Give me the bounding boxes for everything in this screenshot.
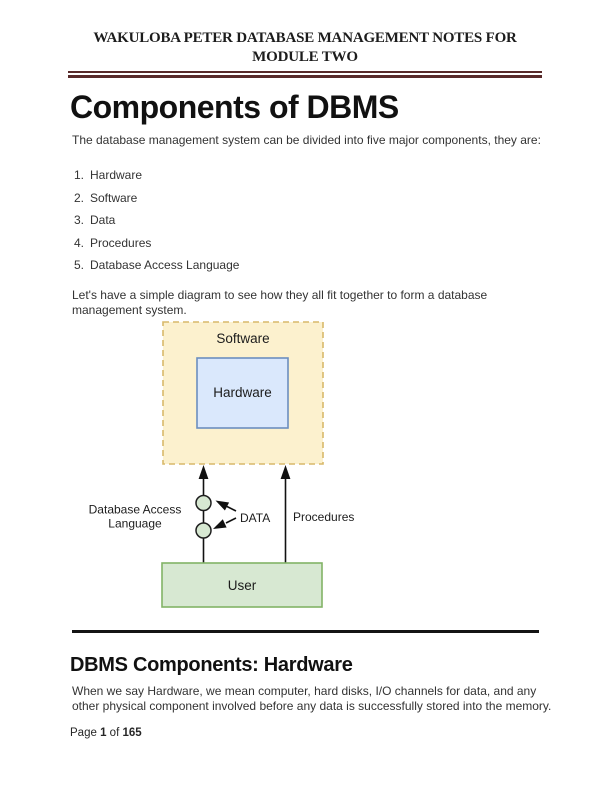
dbms-diagram: Software Hardware Database Access Langua… xyxy=(89,321,354,608)
footer-prefix: Page xyxy=(70,727,97,739)
data-pointer-arrowhead-top-icon xyxy=(215,500,230,511)
list-item-number: 3. xyxy=(74,213,85,227)
user-label: User xyxy=(228,578,257,593)
footer-total-pages: 165 xyxy=(122,727,142,739)
page-footer: Page 1 of 165 xyxy=(70,727,142,739)
list-item-number: 1. xyxy=(74,168,85,182)
list-item: 1. Hardware xyxy=(74,169,239,181)
document-header: WAKULOBA PETER DATABASE MANAGEMENT NOTES… xyxy=(68,29,542,78)
section-body: When we say Hardware, we mean computer, … xyxy=(72,684,552,713)
list-item-label: Hardware xyxy=(90,168,143,182)
list-item-label: Database Access Language xyxy=(90,258,240,272)
list-item: 5. Database Access Language xyxy=(74,259,239,271)
procedures-arrowhead-icon xyxy=(280,465,291,479)
procedures-label: Procedures xyxy=(293,510,354,524)
header-rule-thin xyxy=(68,71,542,73)
data-label: DATA xyxy=(240,511,270,525)
data-pointer-arrowhead-bottom-icon xyxy=(213,519,227,529)
list-item: 3. Data xyxy=(74,214,239,226)
section-heading: DBMS Components: Hardware xyxy=(70,654,353,676)
page-title: Components of DBMS xyxy=(70,89,399,125)
list-item-label: Software xyxy=(90,190,138,205)
hardware-box xyxy=(196,357,289,429)
list-item-number: 2. xyxy=(74,190,85,205)
software-label: Software xyxy=(216,331,269,346)
header-rule-thick xyxy=(68,74,542,78)
dal-arrowhead-icon xyxy=(198,465,209,479)
dal-label-line1: Database Access xyxy=(89,503,182,517)
list-item-label: Procedures xyxy=(90,235,152,250)
list-item-number: 4. xyxy=(74,235,85,250)
data-circle-top xyxy=(195,494,212,512)
list-item: 4. Procedures xyxy=(74,237,239,249)
intro-paragraph: The database management system can be di… xyxy=(72,133,541,147)
header-line-2: MODULE TWO xyxy=(252,49,358,65)
section-divider xyxy=(72,630,539,633)
footer-page-number: 1 xyxy=(100,727,107,739)
header-line-1: WAKULOBA PETER DATABASE MANAGEMENT NOTES… xyxy=(93,30,517,46)
hardware-label: Hardware xyxy=(213,385,272,400)
leadin-paragraph: Let's have a simple diagram to see how t… xyxy=(72,288,488,317)
dal-label-line2: Language xyxy=(108,517,162,531)
user-box xyxy=(161,562,323,608)
list-item-number: 5. xyxy=(74,258,85,272)
list-item: 2. Software xyxy=(74,192,239,204)
components-list: 1. Hardware 2. Software 3. Data 4. Proce… xyxy=(74,169,239,282)
list-item-label: Data xyxy=(90,213,116,227)
footer-of: of xyxy=(109,727,120,739)
data-pointer-line-bottom xyxy=(225,517,237,524)
data-circle-bottom xyxy=(195,522,212,539)
